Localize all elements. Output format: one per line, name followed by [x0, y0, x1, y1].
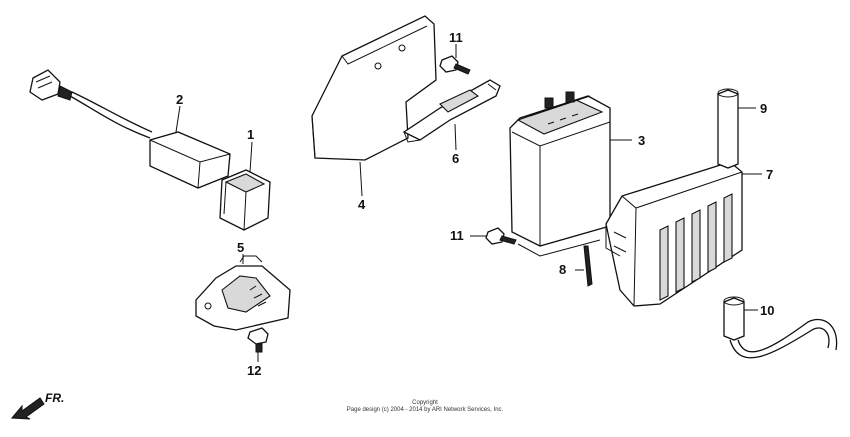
callout-7: 7 — [766, 167, 773, 182]
part-3-battery[interactable] — [509, 91, 611, 247]
callout-2: 2 — [176, 92, 183, 107]
callout-4: 4 — [358, 197, 366, 212]
callout-5: 5 — [237, 240, 244, 255]
part-1-rubber-cap[interactable] — [219, 169, 271, 231]
part-4-battery-plate[interactable] — [311, 15, 437, 161]
part-12-screw[interactable] — [247, 327, 269, 353]
callout-3: 3 — [638, 133, 645, 148]
guide-line-battery — [517, 239, 601, 257]
part-10-tube[interactable] — [723, 296, 838, 359]
callout-8: 8 — [559, 262, 566, 277]
part-11-bolt-top[interactable] — [439, 55, 471, 75]
front-direction-indicator: FR. — [10, 391, 64, 420]
copyright-title: Copyright — [412, 400, 438, 406]
leader-4 — [359, 161, 363, 197]
part-9-tube[interactable] — [717, 88, 739, 169]
leader-6 — [454, 123, 457, 151]
callout-12: 12 — [247, 363, 261, 378]
part-2-wire-harness[interactable] — [29, 69, 231, 189]
callout-11-lower: 11 — [450, 228, 464, 243]
direction-label: FR. — [45, 391, 64, 405]
part-7-battery-cover[interactable] — [605, 161, 743, 307]
leader-1 — [249, 141, 253, 173]
direction-arrow-icon — [10, 397, 45, 420]
callout-9: 9 — [760, 101, 767, 116]
leader-2 — [175, 105, 181, 133]
part-6-battery-band[interactable] — [402, 79, 501, 143]
callout-6: 6 — [452, 151, 459, 166]
part-8-pin[interactable] — [583, 245, 593, 287]
callout-10: 10 — [760, 303, 774, 318]
callout-1: 1 — [247, 127, 254, 142]
callout-11-top: 11 — [449, 30, 463, 45]
copyright-line: Page design (c) 2004 - 2014 by ARI Netwo… — [346, 407, 504, 413]
part-11-bolt-lower[interactable] — [485, 227, 517, 245]
part-5-regulator[interactable] — [195, 255, 291, 331]
